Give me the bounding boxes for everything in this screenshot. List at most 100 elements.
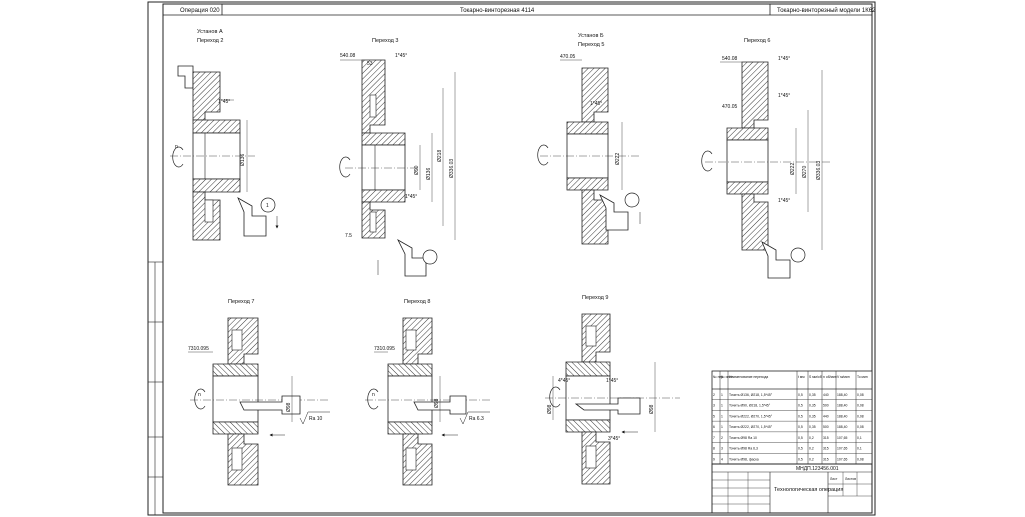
table-cell: 1 [721,393,723,397]
table-cell: 6 [713,425,715,429]
table-cell: 188,40 [837,425,847,429]
table-cell: 0,35 [809,425,816,429]
svg-text:Ø98: Ø98 [547,404,553,414]
view-transition-9: Переход 9 4*45° 1*45° Ø98 Ø98 3*45° [545,295,680,485]
table-cell: 0,2 [809,457,814,461]
sheet-frame [147,1,876,516]
table-cell: Точить Ø222, Ø270, 1,5*45° [729,414,773,418]
svg-text:1*45°: 1*45° [405,194,417,200]
svg-text:Ra 6.3: Ra 6.3 [469,416,484,422]
table-header-cell: V м/мин [837,375,850,379]
table-cell: 0,1 [857,436,862,440]
table-cell: 0,2 [809,436,814,440]
svg-text:Ø98: Ø98 [649,404,655,414]
table-cell: 188,40 [837,404,847,408]
table-cell: 440 [823,414,829,418]
table-cell: 440 [823,393,829,397]
svg-text:53: 53 [367,61,373,67]
process-table [711,370,873,465]
table-cell: 5 [713,414,715,418]
table-cell: 315 [823,457,829,461]
table-header-cell: Наименование перехода [729,375,768,379]
svg-text:540.08: 540.08 [722,56,738,62]
svg-text:Ø222: Ø222 [615,153,621,165]
table-header-cell: n об/мин [823,375,837,379]
transition-7-label: Переход 7 [228,299,254,305]
table-cell: 2 [713,393,715,397]
view-transition-7: Переход 7 7310.095 Ø98 Ra 10 n [188,299,330,486]
table-cell: 107,65 [837,457,847,461]
table-cell: 1 [721,414,723,418]
svg-text:470.05: 470.05 [560,54,576,60]
table-cell: 0,35 [809,393,816,397]
model-label: Токарно-винторезный модели 1К62 [777,7,876,14]
setup-a-label: Установ А [197,29,223,35]
table-cell: 0,35 [809,414,816,418]
table-cell: 0,08 [857,393,864,397]
table-cell: 0,2 [809,447,814,451]
table-cell: 9 [713,457,715,461]
machine-label: Токарно-винторезная 4114 [460,8,535,14]
transition-5-label: Переход 5 [578,42,604,48]
svg-text:n: n [372,392,375,398]
table-cell: Точить Ø136, Ø218, 1,5*45° [729,393,773,397]
table-cell: 0,1 [857,447,862,451]
table-cell: 1 [721,425,723,429]
table-header-cell: t мм [798,375,805,379]
table-cell: 188,40 [837,414,847,418]
svg-text:Ra 10: Ra 10 [309,416,323,422]
table-cell: 0,08 [857,425,864,429]
svg-text:1*45°: 1*45° [218,99,230,105]
table-cell: Точить Ø98, фаска [729,457,759,461]
table-cell: 0,5 [798,425,803,429]
operation-label: Операция 020 [180,8,220,14]
svg-text:7.5: 7.5 [345,233,352,239]
table-cell: 3 [713,404,715,408]
svg-text:7310.095: 7310.095 [374,346,395,352]
svg-text:1*45°: 1*45° [778,198,790,204]
view-transition-8: Переход 8 7310.095 Ø98 Ra 6.3 n [365,299,490,486]
table-cell: 2 [721,436,723,440]
sheets-label: Листов [845,477,856,481]
svg-text:Ø270: Ø270 [802,166,808,178]
table-cell: 0,08 [857,457,864,461]
view-transition-3: Переход 3 540.08 53 1*45° Ø90 Ø136 Ø218 … [339,38,456,277]
svg-text:Ø336.03: Ø336.03 [816,161,822,180]
svg-text:470.05: 470.05 [722,104,738,110]
table-cell: 500 [823,425,829,429]
table-header-cell: № пер [713,375,723,379]
svg-text:n: n [198,392,201,398]
table-cell: 1 [721,404,723,408]
table-cell: 315 [823,436,829,440]
svg-text:1*45°: 1*45° [778,56,790,62]
svg-text:Ø336.03: Ø336.03 [449,159,455,178]
doc-code: МНДП.123456.001 [796,466,839,472]
svg-text:Ø98: Ø98 [286,402,292,412]
svg-text:Ø222: Ø222 [790,163,796,175]
svg-text:1*45°: 1*45° [395,53,407,59]
view-transition-5: Установ Б Переход 5 470.05 Ø222 1*45° [537,33,641,245]
sheet-label: Лист [830,477,838,481]
table-header-cell: № инст [721,375,733,379]
table-cell: Точить Ø222, Ø270, 1,5*45° [729,425,773,429]
table-cell: 0,5 [798,447,803,451]
transition-6-label: Переход 6 [744,38,770,44]
svg-text:3*45°: 3*45° [608,436,620,442]
table-cell: 315 [823,447,829,451]
transition-3-label: Переход 3 [372,38,398,44]
table-cell: 8 [713,447,715,451]
svg-text:1*45°: 1*45° [778,93,790,99]
svg-text:540.08: 540.08 [340,53,356,59]
svg-text:Ø218: Ø218 [437,150,443,162]
table-cell: 4 [721,457,723,461]
table-cell: 107,65 [837,447,847,451]
table-cell: Точить Ø90, Ø218, 1,5*45° [729,404,771,408]
transition-9-label: Переход 9 [582,295,608,301]
table-cell: Точить Ø98 Ra 10 [729,436,757,440]
table-cell: 3 [721,447,723,451]
view-transition-6: Переход 6 540.08 470.05 1*45° 1*45° Ø222… [701,38,830,279]
table-cell: 0,5 [798,457,803,461]
table-cell: 107,65 [837,436,847,440]
table-cell: 0,5 [798,436,803,440]
